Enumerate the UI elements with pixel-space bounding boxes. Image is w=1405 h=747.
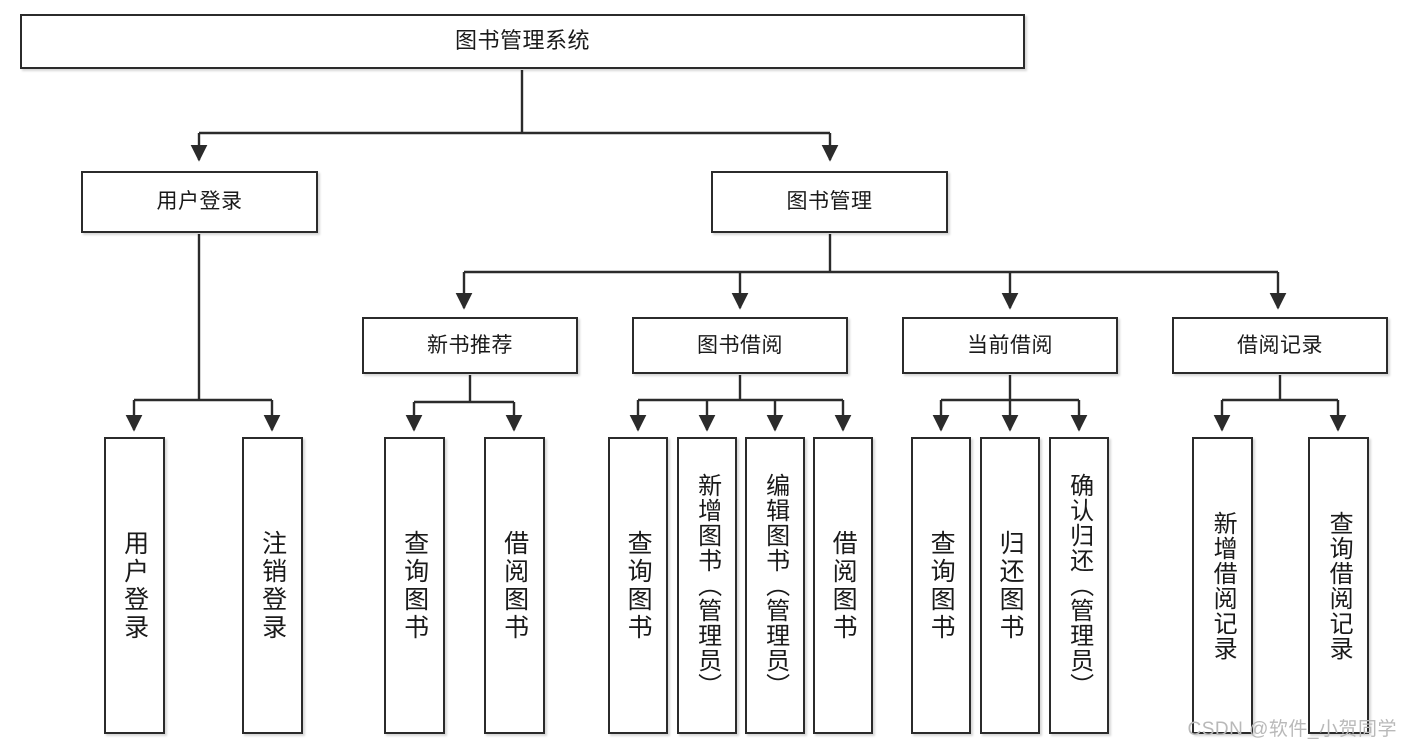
- leaf-query-record[interactable]: 查询借阅记录: [1308, 437, 1369, 734]
- leaf-add-book-label: 新增图书（管理员）: [693, 473, 721, 698]
- leaf-query-book-1[interactable]: 查询图书: [384, 437, 445, 734]
- node-book-manage-label: 图书管理: [786, 190, 873, 214]
- node-borrow-record-label: 借阅记录: [1237, 333, 1323, 357]
- node-user-login[interactable]: 用户登录: [81, 171, 318, 233]
- node-user-login-label: 用户登录: [156, 190, 243, 214]
- leaf-query-record-label: 查询借阅记录: [1325, 510, 1353, 661]
- leaf-query-book-2[interactable]: 查询图书: [608, 437, 668, 734]
- node-borrow-record[interactable]: 借阅记录: [1172, 317, 1388, 374]
- node-book-borrow[interactable]: 图书借阅: [632, 317, 848, 374]
- node-root-label: 图书管理系统: [454, 28, 590, 54]
- node-book-borrow-label: 图书借阅: [697, 333, 783, 357]
- leaf-borrow-book-2-label: 借阅图书: [829, 529, 858, 642]
- leaf-return-book[interactable]: 归还图书: [980, 437, 1040, 734]
- leaf-borrow-book-1[interactable]: 借阅图书: [484, 437, 545, 734]
- leaf-query-book-2-label: 查询图书: [624, 529, 653, 642]
- leaf-add-record-label: 新增借阅记录: [1209, 510, 1237, 661]
- leaf-edit-book-label: 编辑图书（管理员）: [761, 473, 789, 698]
- leaf-add-record[interactable]: 新增借阅记录: [1192, 437, 1253, 734]
- leaf-query-book-3-label: 查询图书: [927, 529, 956, 642]
- leaf-user-login-label: 用户登录: [120, 529, 149, 642]
- leaf-borrow-book-2[interactable]: 借阅图书: [813, 437, 873, 734]
- leaf-confirm-return-label: 确认归还（管理员）: [1065, 473, 1093, 698]
- leaf-return-book-label: 归还图书: [996, 529, 1025, 642]
- node-current-borrow-label: 当前借阅: [967, 333, 1053, 357]
- leaf-borrow-book-1-label: 借阅图书: [500, 529, 529, 642]
- leaf-query-book-1-label: 查询图书: [400, 529, 429, 642]
- node-book-manage[interactable]: 图书管理: [711, 171, 948, 233]
- leaf-query-book-3[interactable]: 查询图书: [911, 437, 971, 734]
- node-new-book-rec-label: 新书推荐: [427, 333, 513, 357]
- node-new-book-rec[interactable]: 新书推荐: [362, 317, 578, 374]
- csdn-watermark: CSDN @软件_小贺同学: [1187, 719, 1397, 740]
- leaf-confirm-return[interactable]: 确认归还（管理员）: [1049, 437, 1109, 734]
- leaf-edit-book[interactable]: 编辑图书（管理员）: [745, 437, 805, 734]
- leaf-logout-login-label: 注销登录: [258, 529, 287, 642]
- leaf-user-login[interactable]: 用户登录: [104, 437, 165, 734]
- leaf-logout-login[interactable]: 注销登录: [242, 437, 303, 734]
- node-root[interactable]: 图书管理系统: [20, 14, 1025, 69]
- node-current-borrow[interactable]: 当前借阅: [902, 317, 1118, 374]
- leaf-add-book[interactable]: 新增图书（管理员）: [677, 437, 737, 734]
